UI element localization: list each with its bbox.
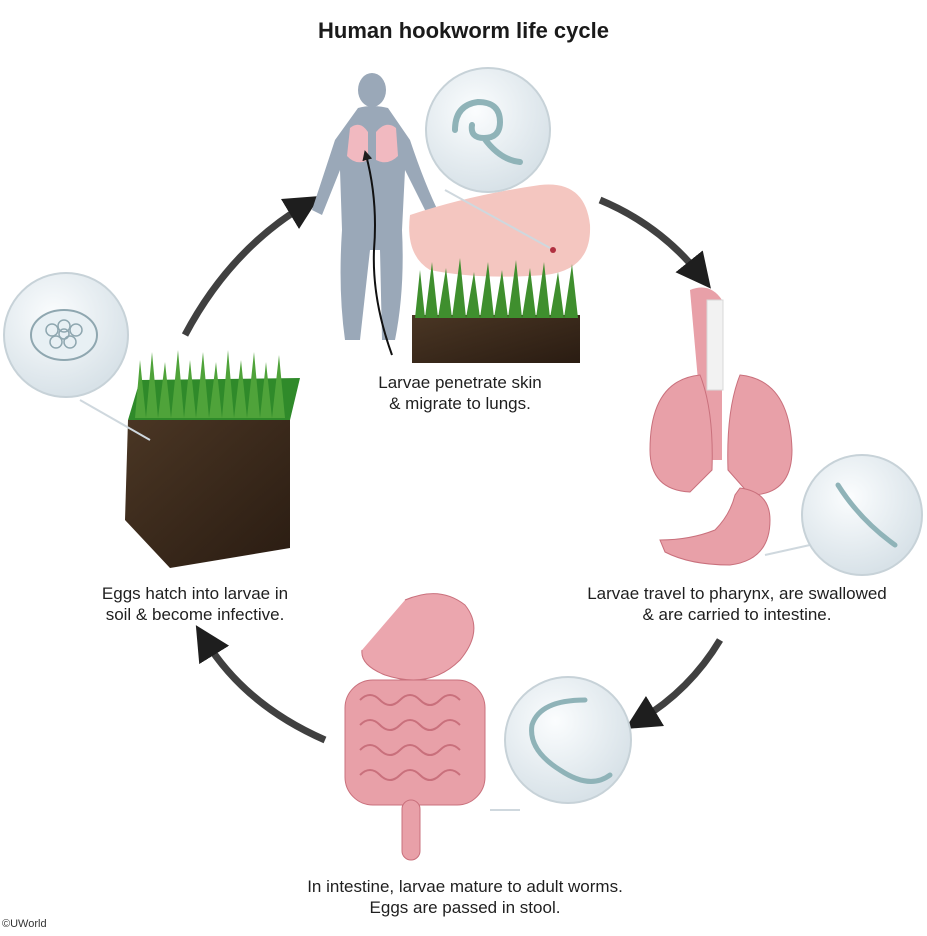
soil-block-icon [125,350,300,568]
stomach-icon [660,488,770,565]
caption-intestine: In intestine, larvae mature to adult wor… [250,876,680,918]
caption-intestine-line2: Eggs are passed in stool. [250,897,680,918]
arrow-soil-to-skin [185,205,305,335]
caption-skin-line2: & migrate to lungs. [340,393,580,414]
arrow-pharynx-to-intestine [640,640,720,720]
magnifier-worm-bottom-icon [490,677,631,810]
caption-intestine-line1: In intestine, larvae mature to adult wor… [250,876,680,897]
foot-icon [409,185,590,277]
intestine-icon [345,594,485,860]
lungs-icon [650,288,792,495]
caption-soil: Eggs hatch into larvae in soil & become … [60,583,330,625]
arrow-intestine-to-soil [205,640,325,740]
caption-skin: Larvae penetrate skin & migrate to lungs… [340,372,580,414]
caption-pharynx: Larvae travel to pharynx, are swallowed … [552,583,922,625]
caption-skin-line1: Larvae penetrate skin [340,372,580,393]
caption-soil-line1: Eggs hatch into larvae in [60,583,330,604]
copyright-text: ©UWorld [2,918,47,930]
caption-pharynx-line2: & are carried to intestine. [552,604,922,625]
caption-pharynx-line1: Larvae travel to pharynx, are swallowed [552,583,922,604]
caption-soil-line2: soil & become infective. [60,604,330,625]
arrow-skin-to-pharynx [600,200,700,275]
magnifier-egg-icon [4,273,150,440]
